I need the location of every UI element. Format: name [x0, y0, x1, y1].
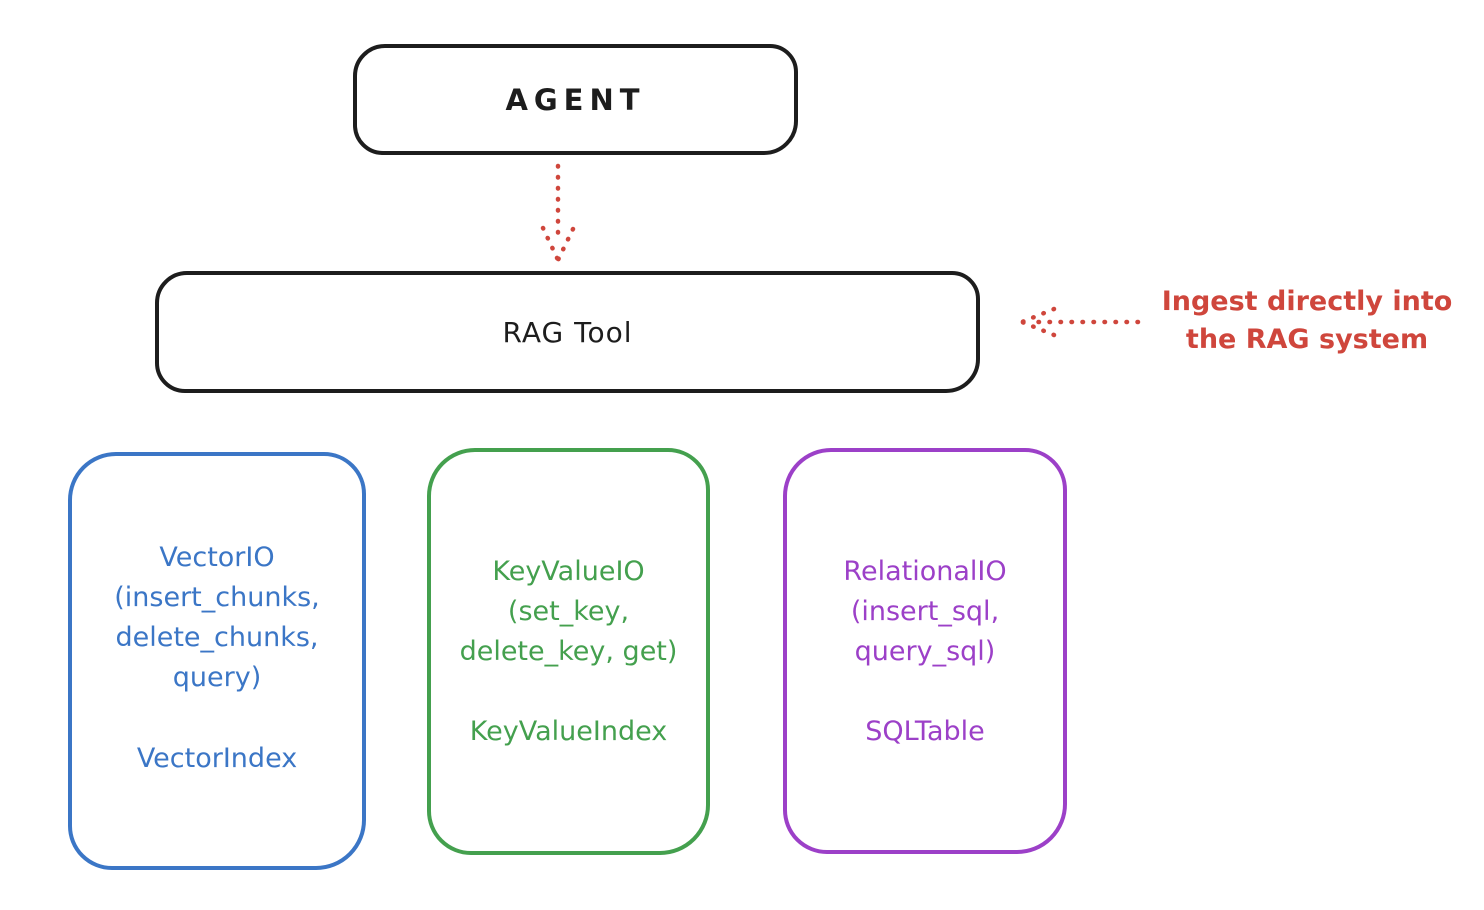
- relational-io-box: RelationalIO (insert_sql, query_sql) SQL…: [783, 448, 1067, 854]
- vector-index-label: VectorIndex: [136, 743, 298, 774]
- sql-table-label: SQLTable: [865, 716, 985, 747]
- agent-box: AGENT: [353, 44, 798, 155]
- rag-tool-label: RAG Tool: [502, 315, 633, 349]
- vector-io-box: VectorIO (insert_chunks, delete_chunks, …: [68, 452, 366, 870]
- vector-io-title: VectorIO (insert_chunks, delete_chunks, …: [114, 542, 320, 693]
- key-value-io-title: KeyValueIO (set_key, delete_key, get): [459, 556, 678, 667]
- agent-to-rag-arrow-icon: [540, 163, 576, 263]
- relational-io-title: RelationalIO (insert_sql, query_sql): [843, 556, 1007, 667]
- key-value-index-label: KeyValueIndex: [469, 716, 668, 747]
- agent-label: AGENT: [505, 82, 646, 117]
- ingest-annotation: Ingest directly into the RAG system: [1161, 286, 1453, 355]
- key-value-io-box: KeyValueIO (set_key, delete_key, get) Ke…: [427, 448, 710, 855]
- rag-tool-box: RAG Tool: [155, 271, 980, 393]
- ingest-annotation-arrow-icon: [1019, 306, 1141, 338]
